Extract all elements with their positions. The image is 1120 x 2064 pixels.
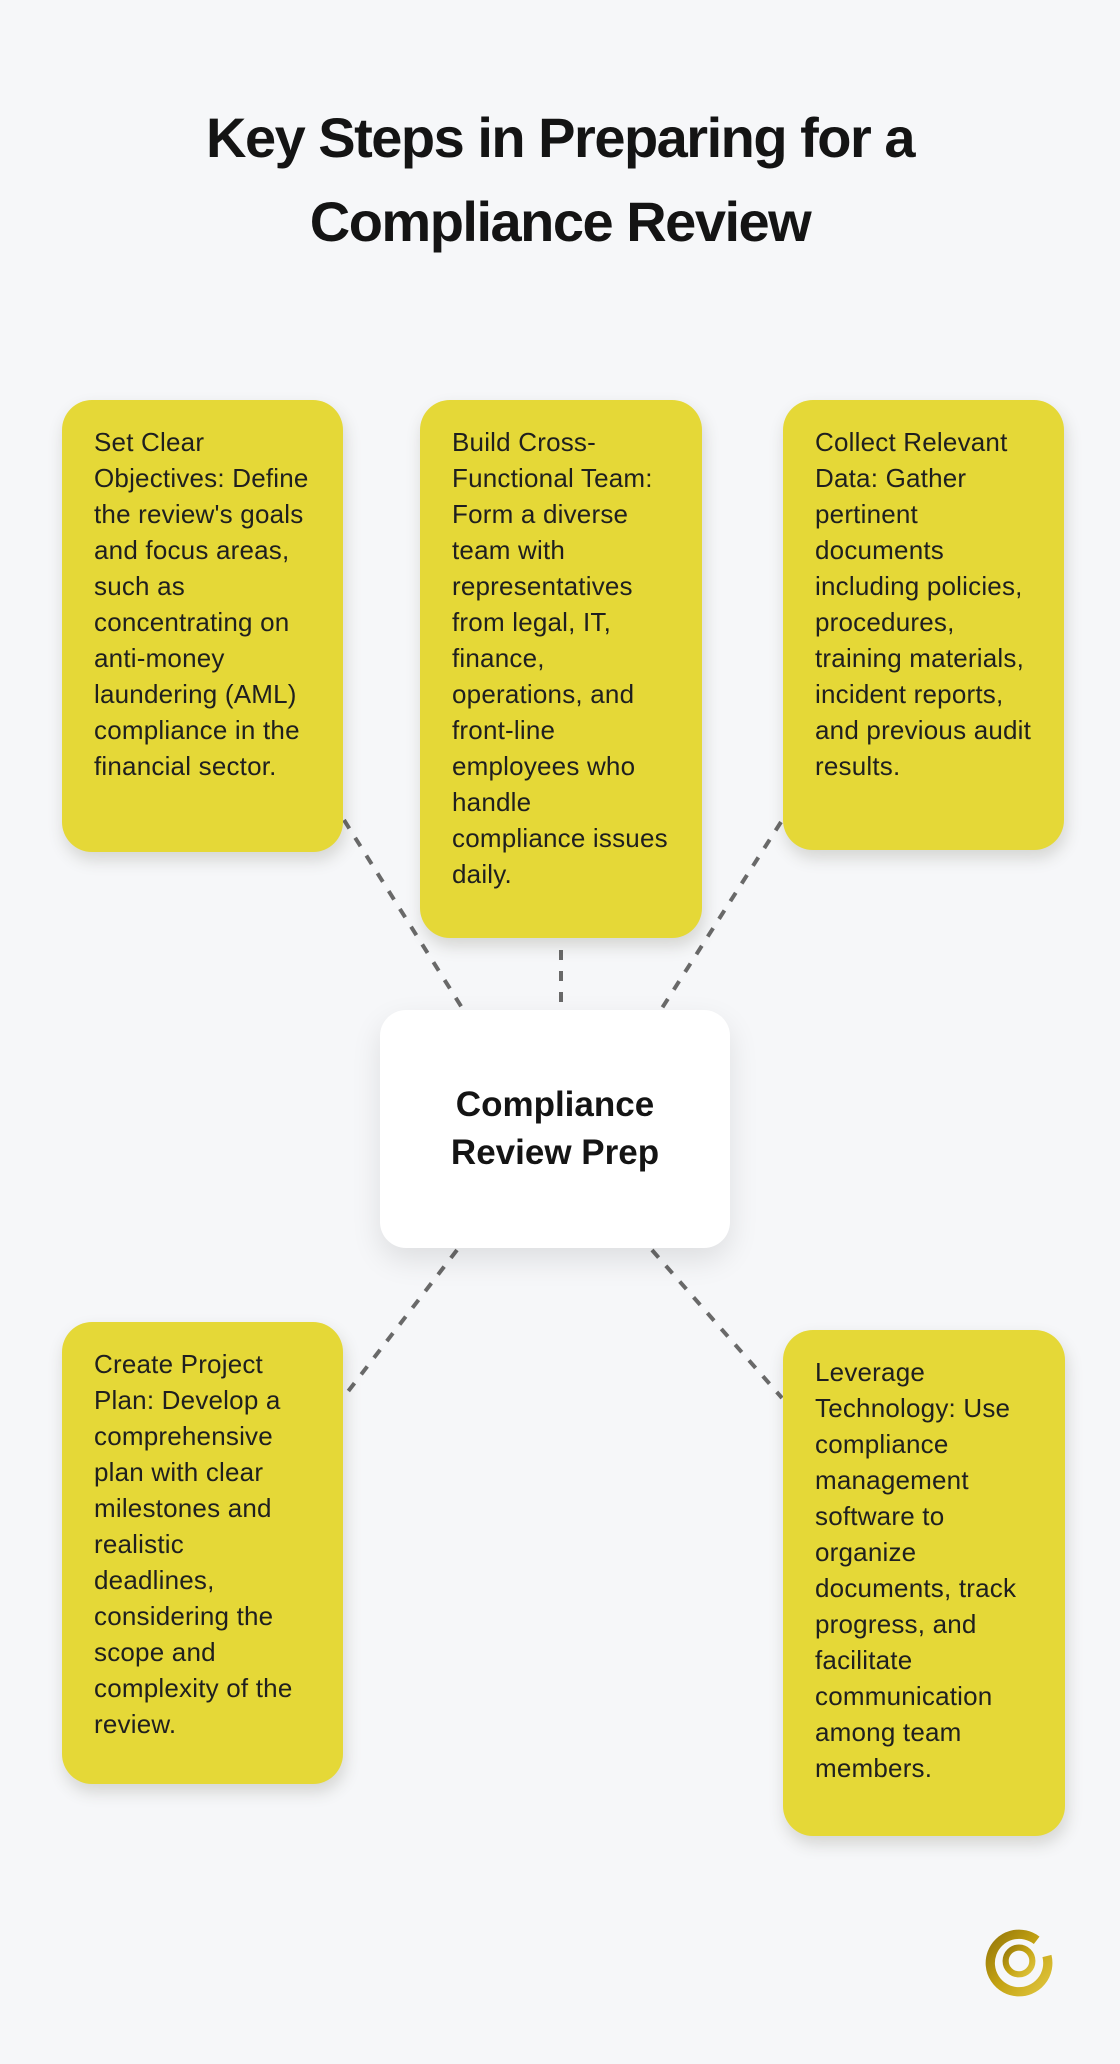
page-title-line-2: Compliance Review xyxy=(309,190,812,253)
center-label-line-2: Review Prep xyxy=(450,1133,660,1172)
node-set-clear-objectives: Set Clear Objectives: Define the review'… xyxy=(62,400,343,852)
node-text: Leverage Technology: Use compliance mana… xyxy=(815,1357,1017,1783)
node-build-cross-functional-team: Build Cross-Functional Team: Form a dive… xyxy=(420,400,702,938)
node-text: Set Clear Objectives: Define the review'… xyxy=(94,427,309,781)
page-title-line-1: Key Steps in Preparing for a xyxy=(206,106,915,169)
node-create-project-plan: Create Project Plan: Develop a comprehen… xyxy=(62,1322,343,1784)
cq-monogram-icon xyxy=(985,1929,1053,1997)
node-text: Create Project Plan: Develop a comprehen… xyxy=(94,1349,293,1739)
node-collect-relevant-data: Collect Relevant Data: Gather pertinent … xyxy=(783,400,1064,850)
node-leverage-technology: Leverage Technology: Use compliance mana… xyxy=(783,1330,1065,1836)
brand-logo xyxy=(982,1926,1056,2000)
connector-bottom-right xyxy=(650,1248,784,1400)
connector-bottom-left xyxy=(341,1248,459,1400)
center-node-compliance-review-prep: Compliance Review Prep xyxy=(380,1010,730,1248)
page-title: Key Steps in Preparing for a Compliance … xyxy=(0,96,1120,264)
center-label-line-1: Compliance xyxy=(455,1085,655,1124)
node-text: Collect Relevant Data: Gather pertinent … xyxy=(815,427,1032,781)
center-node-label: Compliance Review Prep xyxy=(451,1081,659,1177)
node-text: Build Cross-Functional Team: Form a dive… xyxy=(452,427,668,889)
